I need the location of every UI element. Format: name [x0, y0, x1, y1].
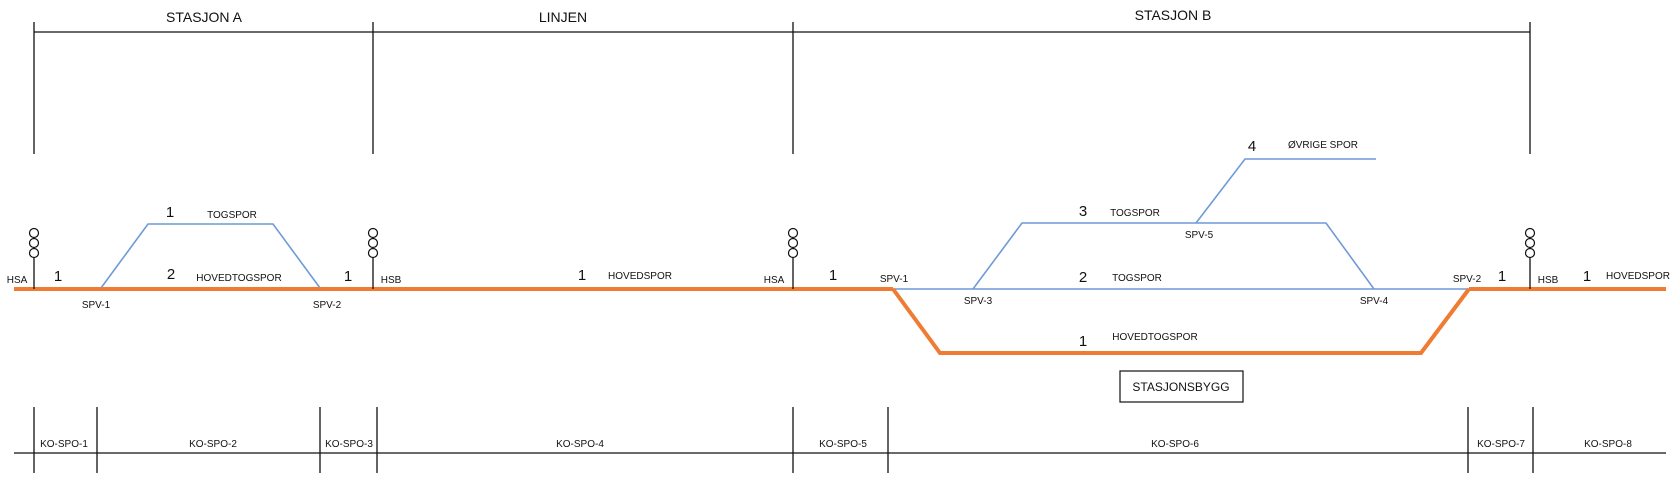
point-label: SPV-1 — [880, 274, 909, 285]
section-label: KO-SPO-7 — [1477, 439, 1525, 450]
zone-label-stasjon-a: STASJON A — [166, 9, 243, 25]
point-label: SPV-1 — [82, 300, 111, 311]
point-label: HSB — [381, 275, 402, 286]
section-label: KO-SPO-5 — [819, 439, 867, 450]
track-b-togspor-3 — [972, 222, 1375, 290]
section-label: KO-SPO-2 — [189, 439, 237, 450]
track-number: 1 — [1583, 268, 1591, 285]
track-number: 2 — [1079, 269, 1087, 286]
track-label: HOVEDSPOR — [1606, 271, 1670, 282]
main-track-hovedtogspor — [891, 287, 1471, 355]
track-number: 1 — [1498, 268, 1506, 285]
zone-frame — [33, 22, 1531, 154]
zone-label-stasjon-b: STASJON B — [1135, 7, 1212, 23]
track-number: 1 — [578, 267, 586, 284]
main-track — [14, 287, 1666, 355]
point-label: HSB — [1538, 275, 1559, 286]
track-number: 2 — [167, 266, 175, 283]
track-label: TOGSPOR — [1112, 273, 1162, 284]
track-label: TOGSPOR — [207, 210, 257, 221]
track-label: HOVEDTOGSPOR — [196, 273, 281, 284]
track-label: ØVRIGE SPOR — [1288, 140, 1358, 151]
point-label: HSA — [7, 275, 28, 286]
track-number: 1 — [54, 268, 62, 285]
zone-label-linjen: LINJEN — [539, 9, 587, 25]
section-label: KO-SPO-8 — [1584, 439, 1632, 450]
station-building-box — [1119, 370, 1244, 403]
track-label: HOVEDTOGSPOR — [1112, 332, 1197, 343]
station-building-label: STASJONSBYGG — [1132, 380, 1229, 394]
point-label: SPV-3 — [964, 296, 993, 307]
side-tracks — [100, 158, 1469, 290]
point-label: SPV-2 — [313, 300, 342, 311]
signal-icon — [28, 227, 40, 289]
track-number: 4 — [1248, 138, 1256, 155]
track-a-togspor — [100, 223, 321, 289]
track-number: 3 — [1079, 203, 1087, 220]
section-strip — [14, 407, 1666, 473]
signal-icon — [787, 227, 799, 289]
signal-icon — [1524, 227, 1536, 289]
section-label: KO-SPO-1 — [40, 439, 88, 450]
section-label: KO-SPO-3 — [325, 439, 373, 450]
point-label: HSA — [764, 275, 785, 286]
point-label: SPV-5 — [1185, 230, 1214, 241]
signal-icon — [367, 227, 379, 289]
track-number: 1 — [166, 204, 174, 221]
track-number: 1 — [1079, 333, 1087, 350]
track-label: TOGSPOR — [1110, 208, 1160, 219]
track-number: 1 — [829, 267, 837, 284]
track-label: HOVEDSPOR — [608, 271, 672, 282]
point-label: SPV-4 — [1360, 296, 1389, 307]
point-label: SPV-2 — [1453, 274, 1482, 285]
track-b-ovrige-spor — [1195, 158, 1376, 224]
track-number: 1 — [344, 268, 352, 285]
section-label: KO-SPO-6 — [1151, 439, 1199, 450]
section-label: KO-SPO-4 — [556, 439, 604, 450]
